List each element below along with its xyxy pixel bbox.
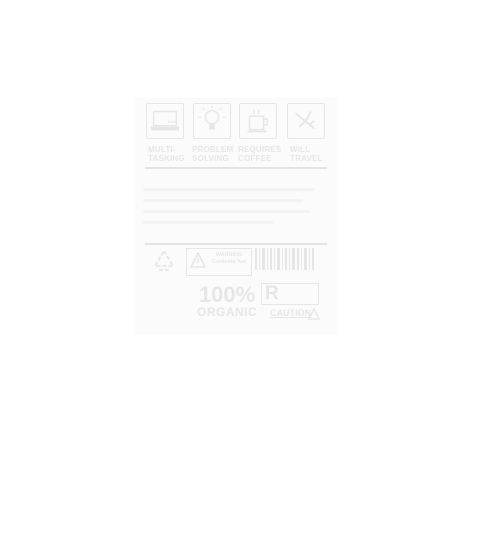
- bottom-divider: [145, 243, 327, 245]
- faint-text-block: [143, 180, 329, 238]
- laptop-icon: [146, 103, 184, 139]
- warning-triangle-icon: [190, 252, 206, 268]
- barcode: [255, 248, 314, 270]
- organic-word: ORGANIC: [197, 305, 258, 319]
- registered-box: R: [261, 283, 319, 305]
- coffee-cup-icon: [239, 103, 277, 139]
- problem-solving-caption: PROBLEM SOLVING: [192, 145, 234, 163]
- warning-text: WARNING Contents hot: [212, 252, 246, 265]
- organic-stamp: 100% ORGANIC: [197, 282, 258, 319]
- top-divider: [145, 167, 327, 169]
- shirt-design-label: MULTI- TASKING PROBLEM SOLVING REQUIRES …: [135, 98, 337, 334]
- airplane-icon: [287, 103, 325, 139]
- recycle-icon: [153, 249, 175, 271]
- caution-icon: [308, 308, 320, 320]
- multitasking-caption: MULTI- TASKING: [148, 145, 185, 163]
- registered-mark: R: [265, 283, 279, 304]
- caution-text: CAUTION: [270, 308, 311, 318]
- requires-coffee-caption: REQUIRES COFFEE: [238, 145, 282, 163]
- organic-percent: 100%: [198, 282, 256, 307]
- warning-box: WARNING Contents hot: [186, 248, 252, 276]
- lightbulb-icon: [193, 103, 231, 139]
- will-travel-caption: WILL TRAVEL: [290, 145, 323, 163]
